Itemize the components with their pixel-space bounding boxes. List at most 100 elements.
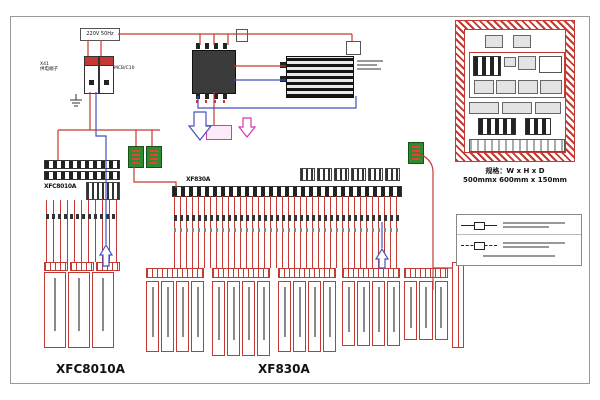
xfc-pin-grid	[86, 182, 120, 200]
footer-label-xf830a: XF830A	[258, 362, 310, 376]
io-slot	[191, 281, 204, 352]
io-slot	[357, 281, 370, 346]
green-terminal-connector	[408, 142, 424, 164]
transformer-tab	[280, 62, 287, 68]
contactor-bottom-pins	[196, 93, 230, 99]
connector-pins	[132, 149, 140, 164]
cabinet-component	[518, 56, 536, 70]
xfc-terminal-strip	[44, 160, 120, 169]
cable-group	[278, 268, 336, 352]
breaker-toggle	[100, 57, 113, 66]
group-terminal-strip	[404, 268, 448, 278]
cabinet-component	[502, 102, 532, 114]
xfc-terminal-strip	[44, 171, 120, 180]
terminal-code: X41	[40, 62, 49, 67]
legend-footnote	[457, 255, 581, 259]
transformer-tab	[280, 76, 287, 82]
contactor	[192, 50, 236, 94]
group-terminal-strip	[212, 268, 270, 278]
cabinet-din-area	[469, 52, 565, 98]
io-slot	[146, 281, 159, 352]
drawing-border	[10, 16, 590, 384]
xfc-cable-box	[44, 272, 66, 348]
wire-sample-shielded	[461, 240, 497, 250]
io-slot	[293, 281, 306, 352]
cabinet-component	[504, 57, 516, 67]
io-slot	[372, 281, 385, 346]
xf-component-row	[174, 215, 400, 221]
io-slot	[176, 281, 189, 352]
cabinet-component	[485, 35, 503, 48]
xfc-chip-label: XFC8010A	[44, 183, 77, 190]
connector-pins	[412, 145, 420, 160]
cabinet-component	[539, 56, 562, 73]
cabinet-component	[540, 80, 562, 94]
cabinet-component	[535, 102, 561, 114]
incoming-voltage-label: 220V 50Hz	[80, 28, 120, 41]
circuit-breaker	[84, 56, 99, 94]
contactor-bottom-marks	[196, 100, 230, 103]
xfc-cable-box	[92, 272, 114, 348]
breaker-model-label: MCB/C10	[114, 66, 135, 71]
riser-cable-box	[452, 262, 464, 348]
supply-terminal-label: X41 供电端子	[40, 62, 66, 73]
io-slot	[434, 281, 448, 340]
cabinet-cable-duct	[469, 139, 565, 152]
contactor-top-pins	[196, 43, 230, 49]
xf-connector-group	[317, 168, 332, 181]
cable-group	[146, 268, 204, 352]
io-slot	[257, 281, 270, 356]
group-terminal-strip	[278, 268, 336, 278]
cable-group	[342, 268, 400, 346]
breaker-terminal	[89, 80, 94, 85]
group-terminal-strip	[146, 268, 204, 278]
cabinet-component	[469, 102, 499, 114]
breaker-terminal	[104, 80, 109, 85]
cable-group	[212, 268, 270, 356]
xfc-component-row	[46, 214, 118, 219]
io-slot	[387, 281, 400, 346]
transformer-spec-text	[357, 60, 383, 72]
io-slot	[161, 281, 174, 352]
current-transformer-box	[346, 41, 361, 55]
io-slot	[278, 281, 291, 352]
xf-connector-group	[334, 168, 349, 181]
io-slot	[242, 281, 255, 356]
connector-pins	[150, 149, 158, 164]
io-slot	[308, 281, 321, 352]
cabinet-breaker-row	[473, 56, 501, 76]
xf-connector-group	[385, 168, 400, 181]
io-slot	[342, 281, 355, 346]
cabinet-layout-panel	[455, 20, 575, 162]
green-terminal-connector	[128, 146, 144, 168]
xfc-output-strip	[70, 262, 94, 271]
cabinet-inner	[464, 29, 566, 153]
io-slot	[404, 281, 418, 340]
fuse-box	[236, 29, 248, 42]
transformer	[286, 56, 354, 98]
xf-wire-field	[174, 196, 400, 268]
circuit-breaker	[99, 56, 114, 94]
footer-label-xfc8010a: XFC8010A	[56, 362, 125, 376]
cabinet-terminal-block	[478, 118, 516, 135]
io-slot	[323, 281, 336, 352]
legend-entry-text	[503, 221, 565, 228]
xf-connector-group	[300, 168, 315, 181]
xf-connector-group	[351, 168, 366, 181]
green-terminal-connector	[146, 146, 162, 168]
cabinet-spec-dims: 500mmx 600mm x 150mm	[463, 176, 567, 184]
io-slot	[227, 281, 240, 356]
wire-sample-solid	[461, 220, 497, 230]
cabinet-component	[496, 80, 516, 94]
xfc-cable-box	[68, 272, 90, 348]
cable-group	[404, 268, 448, 340]
breaker-toggle	[85, 57, 98, 66]
legend-box	[456, 214, 582, 266]
io-slot	[212, 281, 225, 356]
cabinet-terminal-block	[525, 118, 551, 135]
xf-connector-group	[368, 168, 383, 181]
xfc-output-strip	[96, 262, 120, 271]
aux-power-box	[206, 125, 232, 140]
xfc-wire-field	[46, 200, 118, 262]
